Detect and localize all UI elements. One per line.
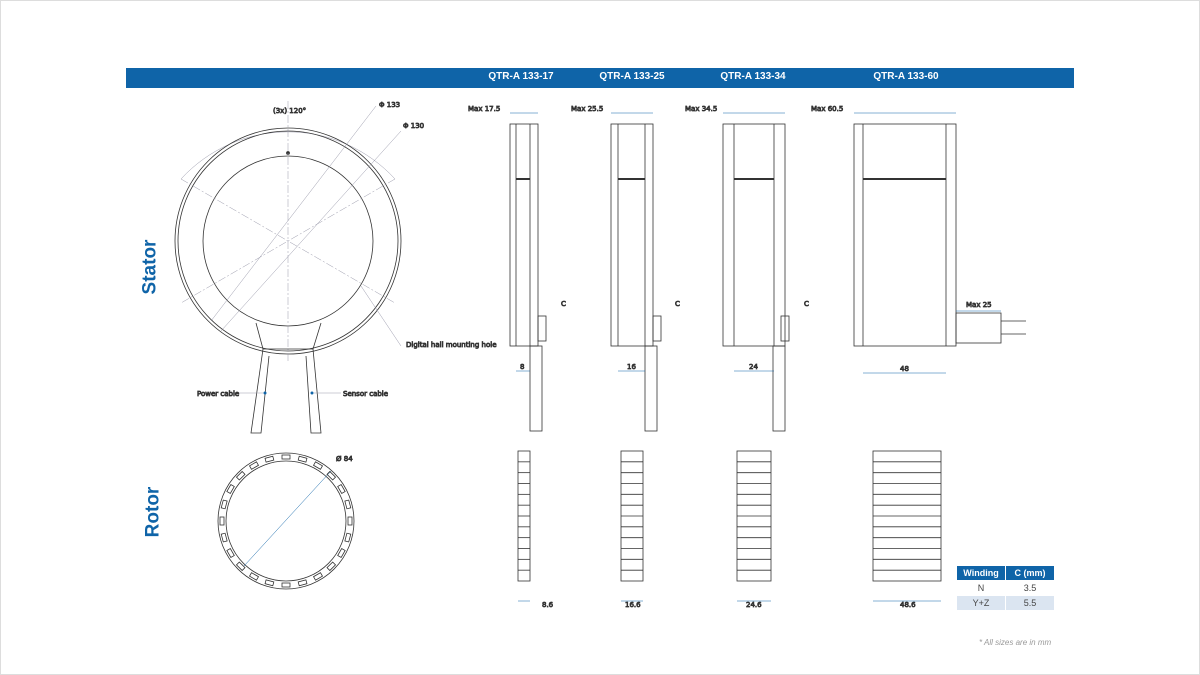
table-header: Winding bbox=[956, 565, 1006, 581]
table-cell: N bbox=[956, 580, 1006, 596]
magnet-segment bbox=[226, 483, 235, 495]
rotor-width-label: 8.6 bbox=[542, 601, 554, 609]
max-length-label: Max 17.5 bbox=[468, 105, 500, 113]
table-cell: 3.5 bbox=[1005, 580, 1055, 596]
magnet-segment bbox=[312, 461, 324, 470]
magnet-segment bbox=[226, 547, 235, 559]
table-cell: Y+Z bbox=[956, 595, 1006, 611]
model-header: QTR-A 133-60 bbox=[873, 71, 939, 82]
rotor-width-label: 16.6 bbox=[625, 601, 641, 609]
magnet-segment bbox=[337, 547, 346, 559]
inner-diameter-label: Φ 130 bbox=[403, 122, 424, 130]
rotor-side-views bbox=[517, 450, 942, 582]
magnet-segment bbox=[264, 579, 275, 587]
max-length-label: Max 60.5 bbox=[811, 105, 843, 113]
width-label: 16 bbox=[627, 363, 636, 371]
c-label: C bbox=[561, 300, 566, 308]
magnet-segment bbox=[264, 455, 275, 463]
rotor-front-view bbox=[217, 452, 355, 590]
width-label: 8 bbox=[520, 363, 524, 371]
table-header: C (mm) bbox=[1005, 565, 1055, 581]
model-header: QTR-A 133-17 bbox=[488, 71, 554, 82]
rotor-width-label: 24.6 bbox=[746, 601, 762, 609]
magnet-segment bbox=[297, 455, 308, 463]
cable-length-label: Max 25 bbox=[966, 301, 992, 309]
model-header: QTR-A 133-34 bbox=[720, 71, 786, 82]
magnet-segment bbox=[312, 572, 324, 581]
magnet-segment bbox=[219, 516, 225, 526]
magnet-segment bbox=[281, 582, 291, 588]
magnet-segment bbox=[326, 470, 337, 481]
magnet-segment bbox=[235, 561, 246, 572]
sensor-cable-label: Sensor cable bbox=[343, 390, 388, 398]
stator-side-views bbox=[509, 112, 1026, 432]
model-header: QTR-A 133-25 bbox=[599, 71, 665, 82]
c-label: C bbox=[804, 300, 809, 308]
table-cell: 5.5 bbox=[1005, 595, 1055, 611]
magnet-segment bbox=[326, 561, 337, 572]
magnet-segment bbox=[220, 532, 228, 543]
rotor-width-label: 48.6 bbox=[900, 601, 916, 609]
magnet-segment bbox=[248, 572, 260, 581]
magnet-segment bbox=[297, 579, 308, 587]
magnet-segment bbox=[281, 454, 291, 460]
c-label: C bbox=[675, 300, 680, 308]
magnet-segment bbox=[248, 461, 260, 470]
angle-label: (3x) 120° bbox=[273, 107, 306, 115]
magnet-segment bbox=[235, 470, 246, 481]
width-label: 24 bbox=[749, 363, 758, 371]
magnet-segment bbox=[220, 499, 228, 510]
power-cable-label: Power cable bbox=[197, 390, 239, 398]
magnet-segment bbox=[344, 532, 352, 543]
max-length-label: Max 25.5 bbox=[571, 105, 603, 113]
max-length-label: Max 34.5 bbox=[685, 105, 717, 113]
hall-hole-label: Digital hall mounting hole bbox=[406, 341, 497, 349]
magnet-segment bbox=[337, 483, 346, 495]
stator-front-view bbox=[174, 101, 402, 434]
rotor-diameter-label: Ø 84 bbox=[336, 455, 353, 463]
width-label: 48 bbox=[900, 365, 909, 373]
outer-diameter-label: Φ 133 bbox=[379, 101, 400, 109]
units-note: * All sizes are in mm bbox=[979, 638, 1052, 647]
header-bar bbox=[126, 68, 1074, 88]
magnet-segment bbox=[347, 516, 353, 526]
magnet-segment bbox=[344, 499, 352, 510]
